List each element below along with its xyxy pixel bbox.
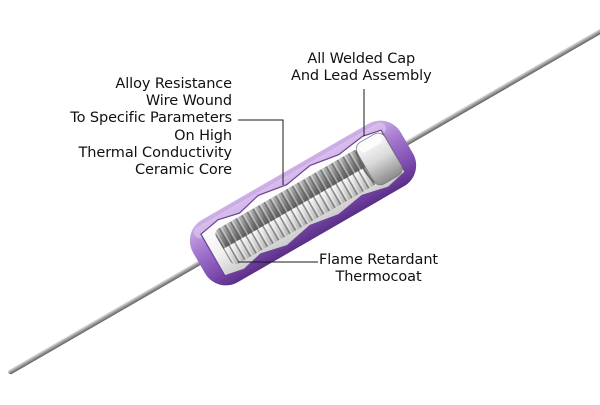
callout-text-line: Thermocoat	[335, 269, 422, 286]
cap-highlight	[360, 136, 382, 153]
coating-callout-label: Flame Retardant Thermocoat	[319, 252, 438, 286]
lead-wire-left	[8, 256, 209, 375]
callout-text-line: Ceramic Core	[135, 162, 232, 179]
callout-text-line: Wire Wound	[145, 93, 232, 110]
callout-text-line: Thermal Conductivity	[78, 144, 233, 161]
cap-weld-seam	[355, 151, 375, 184]
cap-callout-label: All Welded Cap And Lead Assembly	[291, 51, 432, 85]
callout-lines	[238, 89, 365, 263]
callout-text-line: Flame Retardant	[319, 252, 438, 268]
wire-callout-label: Alloy Resistance Wire Wound To Specific …	[70, 76, 232, 179]
wire-callout-line	[238, 119, 284, 185]
callout-text-line: To Specific Parameters	[70, 110, 232, 127]
callout-text-line: And Lead Assembly	[291, 68, 432, 85]
resistance-wire-coil	[215, 149, 377, 265]
thermocoat-highlight	[193, 122, 387, 239]
lead-wire-right	[396, 27, 600, 151]
callout-text-line: All Welded Cap	[307, 51, 416, 67]
callout-text-line: On High	[174, 127, 232, 144]
callout-text-line: Alloy Resistance	[115, 76, 232, 92]
